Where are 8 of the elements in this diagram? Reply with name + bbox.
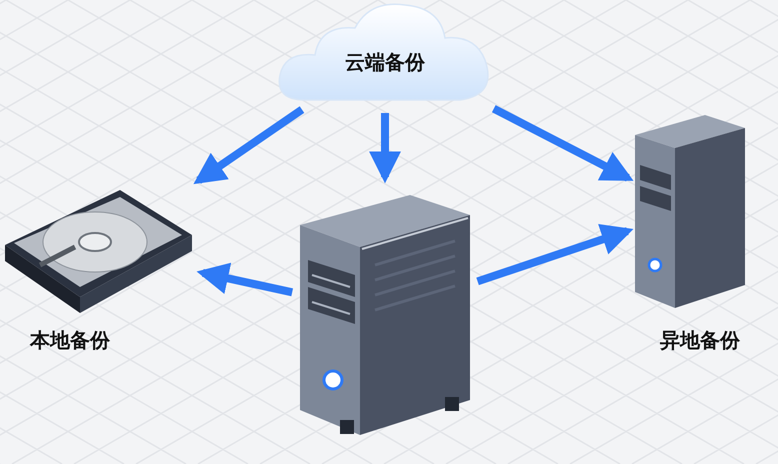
arrow — [476, 224, 634, 286]
arrow — [193, 106, 304, 184]
node-label: 异地备份 — [660, 326, 740, 354]
arrow — [369, 113, 401, 184]
arrow — [196, 262, 294, 296]
node-label: 云端备份 — [345, 48, 425, 76]
arrow — [492, 105, 634, 182]
node-label: 本地备份 — [30, 326, 110, 354]
